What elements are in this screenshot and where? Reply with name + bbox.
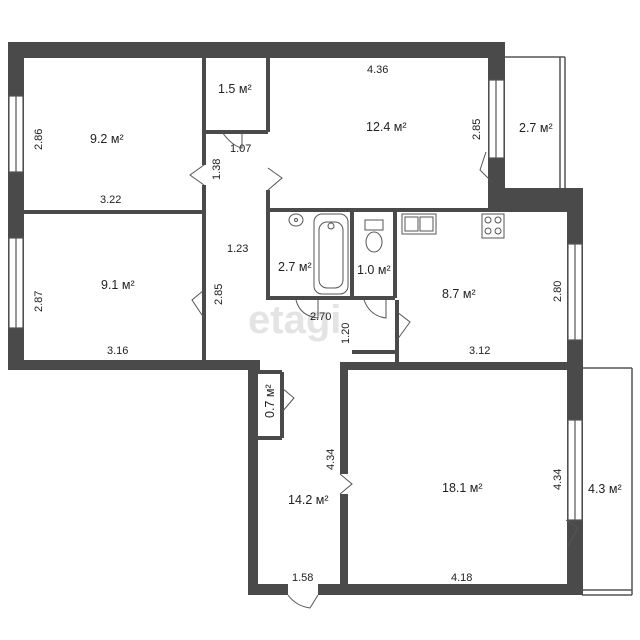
dim-closet-top-door: 1.07 [230, 143, 251, 155]
room-area-hall: 14.2 м² [288, 493, 329, 507]
dim-living-room-depth: 4.34 [552, 469, 564, 490]
dim-bathroom-width: 2.70 [310, 311, 331, 323]
dim-kitchen-depth: 2.80 [552, 281, 564, 302]
labels: 9.2 м² 3.22 2.86 9.1 м² 3.16 2.87 1.5 м²… [33, 64, 622, 584]
dim-room-top-center-width: 4.36 [367, 64, 388, 76]
dim-living-room-width: 4.18 [451, 572, 472, 584]
dim-room-top-center-depth: 2.85 [471, 119, 483, 140]
room-area-room-top-center: 12.4 м² [366, 120, 407, 134]
dim-bedroom-mid-left-depth: 2.87 [33, 291, 45, 312]
room-area-living-room: 18.1 м² [442, 481, 483, 495]
room-area-bathroom: 2.7 м² [278, 260, 312, 274]
room-area-balcony-top: 2.7 м² [519, 121, 553, 135]
dim-bedroom-top-left-width: 3.22 [100, 194, 121, 206]
door-swings [189, 131, 579, 609]
room-area-closet-top: 1.5 м² [218, 82, 252, 96]
windows [8, 79, 583, 521]
interior-walls [24, 58, 488, 440]
dim-corridor-length-b: 2.85 [213, 284, 225, 305]
dim-hall-width: 1.58 [292, 572, 313, 584]
dim-corridor-width: 1.23 [227, 243, 248, 255]
dim-corridor-length-a: 1.38 [211, 159, 223, 180]
dim-bedroom-top-left-depth: 2.86 [33, 129, 45, 150]
watermark-text: etagi [248, 298, 341, 342]
dim-toilet-width: 1.20 [340, 323, 352, 344]
balcony-right-outline [582, 367, 633, 596]
stove-icon [481, 213, 505, 239]
kitchen-sink-icon [401, 213, 437, 235]
toilet-icon [364, 219, 384, 253]
room-area-closet-small: 0.7 м² [263, 384, 277, 418]
balcony-top-outline [505, 56, 566, 190]
dim-hall-length: 4.34 [325, 449, 337, 470]
sink-icon [288, 213, 304, 227]
bathtub-icon [313, 213, 349, 295]
dim-kitchen-width: 3.12 [469, 345, 490, 357]
room-area-balcony-right: 4.3 м² [588, 482, 622, 496]
dim-bedroom-mid-left-width: 3.16 [107, 345, 128, 357]
room-area-bedroom-mid-left: 9.1 м² [101, 278, 135, 292]
room-area-kitchen: 8.7 м² [442, 287, 476, 301]
room-area-bedroom-top-left: 9.2 м² [90, 132, 124, 146]
room-area-toilet: 1.0 м² [357, 263, 391, 277]
